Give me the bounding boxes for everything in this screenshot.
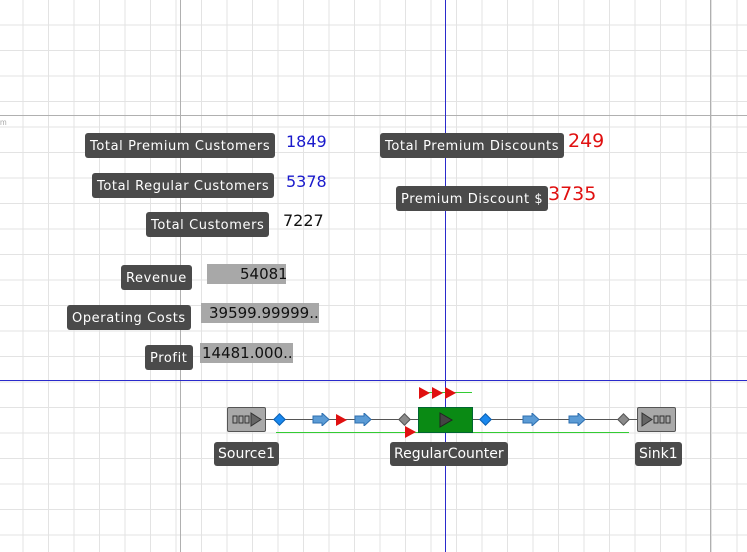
source-icon xyxy=(232,412,262,427)
source-object[interactable] xyxy=(227,407,266,432)
source-output-node[interactable] xyxy=(273,413,286,426)
entity-triangle-icon xyxy=(405,426,416,438)
grid-major-line xyxy=(0,115,747,116)
server-icon xyxy=(439,412,453,428)
sink-object[interactable] xyxy=(637,407,676,432)
grid-major-line xyxy=(710,0,711,552)
total-regular-customers-value[interactable]: 5378 xyxy=(286,172,327,191)
revenue-label[interactable]: Revenue xyxy=(121,265,192,290)
connector[interactable] xyxy=(490,419,620,420)
connector[interactable] xyxy=(266,419,278,420)
connector[interactable] xyxy=(409,419,419,420)
source-label[interactable]: Source1 xyxy=(214,442,279,466)
grid-edge-tick: m xyxy=(0,118,7,127)
connector[interactable] xyxy=(628,419,637,420)
revenue-value[interactable]: 54081 xyxy=(207,264,286,284)
server-object[interactable] xyxy=(418,407,473,433)
entity-arrow-icon xyxy=(568,413,586,426)
route-line xyxy=(472,432,629,433)
entity-triangle-icon xyxy=(419,387,430,399)
entity-triangle-icon xyxy=(445,387,456,399)
entity-arrow-icon xyxy=(354,413,372,426)
total-premium-discounts-label[interactable]: Total Premium Discounts xyxy=(380,133,565,158)
entity-arrow-icon xyxy=(312,413,330,426)
total-regular-customers-label[interactable]: Total Regular Customers xyxy=(92,173,275,198)
server-input-node[interactable] xyxy=(398,413,411,426)
premium-discount-label[interactable]: Premium Discount $ xyxy=(396,186,549,211)
route-line xyxy=(276,432,420,433)
total-customers-value[interactable]: 7227 xyxy=(283,211,324,230)
entity-triangle-icon xyxy=(336,414,347,426)
operating-costs-value[interactable]: 39599.99999... xyxy=(201,303,319,323)
operating-costs-label[interactable]: Operating Costs xyxy=(67,305,191,330)
server-output-node[interactable] xyxy=(479,413,492,426)
entity-triangle-icon xyxy=(432,387,443,399)
grid-axis-y xyxy=(445,0,446,552)
total-customers-label[interactable]: Total Customers xyxy=(146,212,270,237)
total-premium-customers-label[interactable]: Total Premium Customers xyxy=(85,133,276,158)
profit-label[interactable]: Profit xyxy=(145,345,193,370)
sink-label[interactable]: Sink1 xyxy=(635,442,682,466)
grid-axis-x xyxy=(0,380,747,381)
sink-input-node[interactable] xyxy=(617,413,630,426)
profit-value[interactable]: 14481.000... xyxy=(200,343,293,363)
server-label[interactable]: RegularCounter xyxy=(390,442,508,466)
sink-icon xyxy=(641,412,671,427)
entity-arrow-icon xyxy=(522,413,540,426)
total-premium-customers-value[interactable]: 1849 xyxy=(286,132,327,151)
connector[interactable] xyxy=(472,419,482,420)
total-premium-discounts-value[interactable]: 249 xyxy=(568,130,605,152)
premium-discount-value[interactable]: 3735 xyxy=(548,183,597,205)
